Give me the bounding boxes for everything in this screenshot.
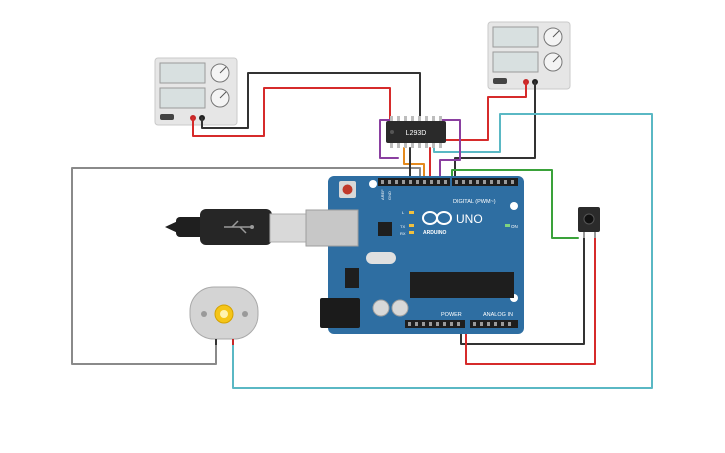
wire-red-right-psu[interactable] [445,81,527,141]
board-brand-text: ARDUINO [423,230,446,236]
wire-red-button[interactable] [465,231,596,365]
wire-purple-left[interactable] [379,119,399,159]
tx-label: TX [400,224,405,229]
wire-gray-motor[interactable] [71,167,421,365]
l293d-driver-chip[interactable]: L293D [386,116,446,148]
digital-label: DIGITAL (PWM~) [453,199,496,205]
atmega-chip [410,272,514,298]
power-label: POWER [441,312,462,318]
wire-black-right-psu[interactable] [454,81,536,179]
chip-label: L293D [406,130,427,137]
dc-power-jack[interactable] [320,298,360,328]
arduino-infinity-logo [422,211,452,225]
power-supply-left[interactable] [154,57,238,126]
board-logo-text: UNO [456,212,483,226]
wire-purple-right[interactable] [439,119,461,179]
arduino-uno-board[interactable]: UNO ARDUINO DIGITAL (PWM~) POWER ANALOG … [305,176,524,334]
wire-black-button[interactable] [460,231,585,345]
dc-motor-icon[interactable] [189,286,259,345]
on-label: ON [511,224,518,229]
wires [71,72,653,389]
wire-black-left-psu[interactable] [201,72,421,129]
gnd-label: GND [387,191,392,200]
wire-red-left-psu[interactable] [192,87,391,137]
rx-label: RX [400,231,406,236]
wire-teal-motor[interactable] [232,113,653,389]
power-supply-right[interactable] [487,21,571,90]
l-label: L [402,210,405,215]
wire-orange[interactable] [403,147,425,179]
wire-green-button[interactable] [451,169,579,239]
aref-label: AREF [380,189,385,200]
pushbutton-icon[interactable] [578,207,600,238]
analog-label: ANALOG IN [483,312,513,318]
